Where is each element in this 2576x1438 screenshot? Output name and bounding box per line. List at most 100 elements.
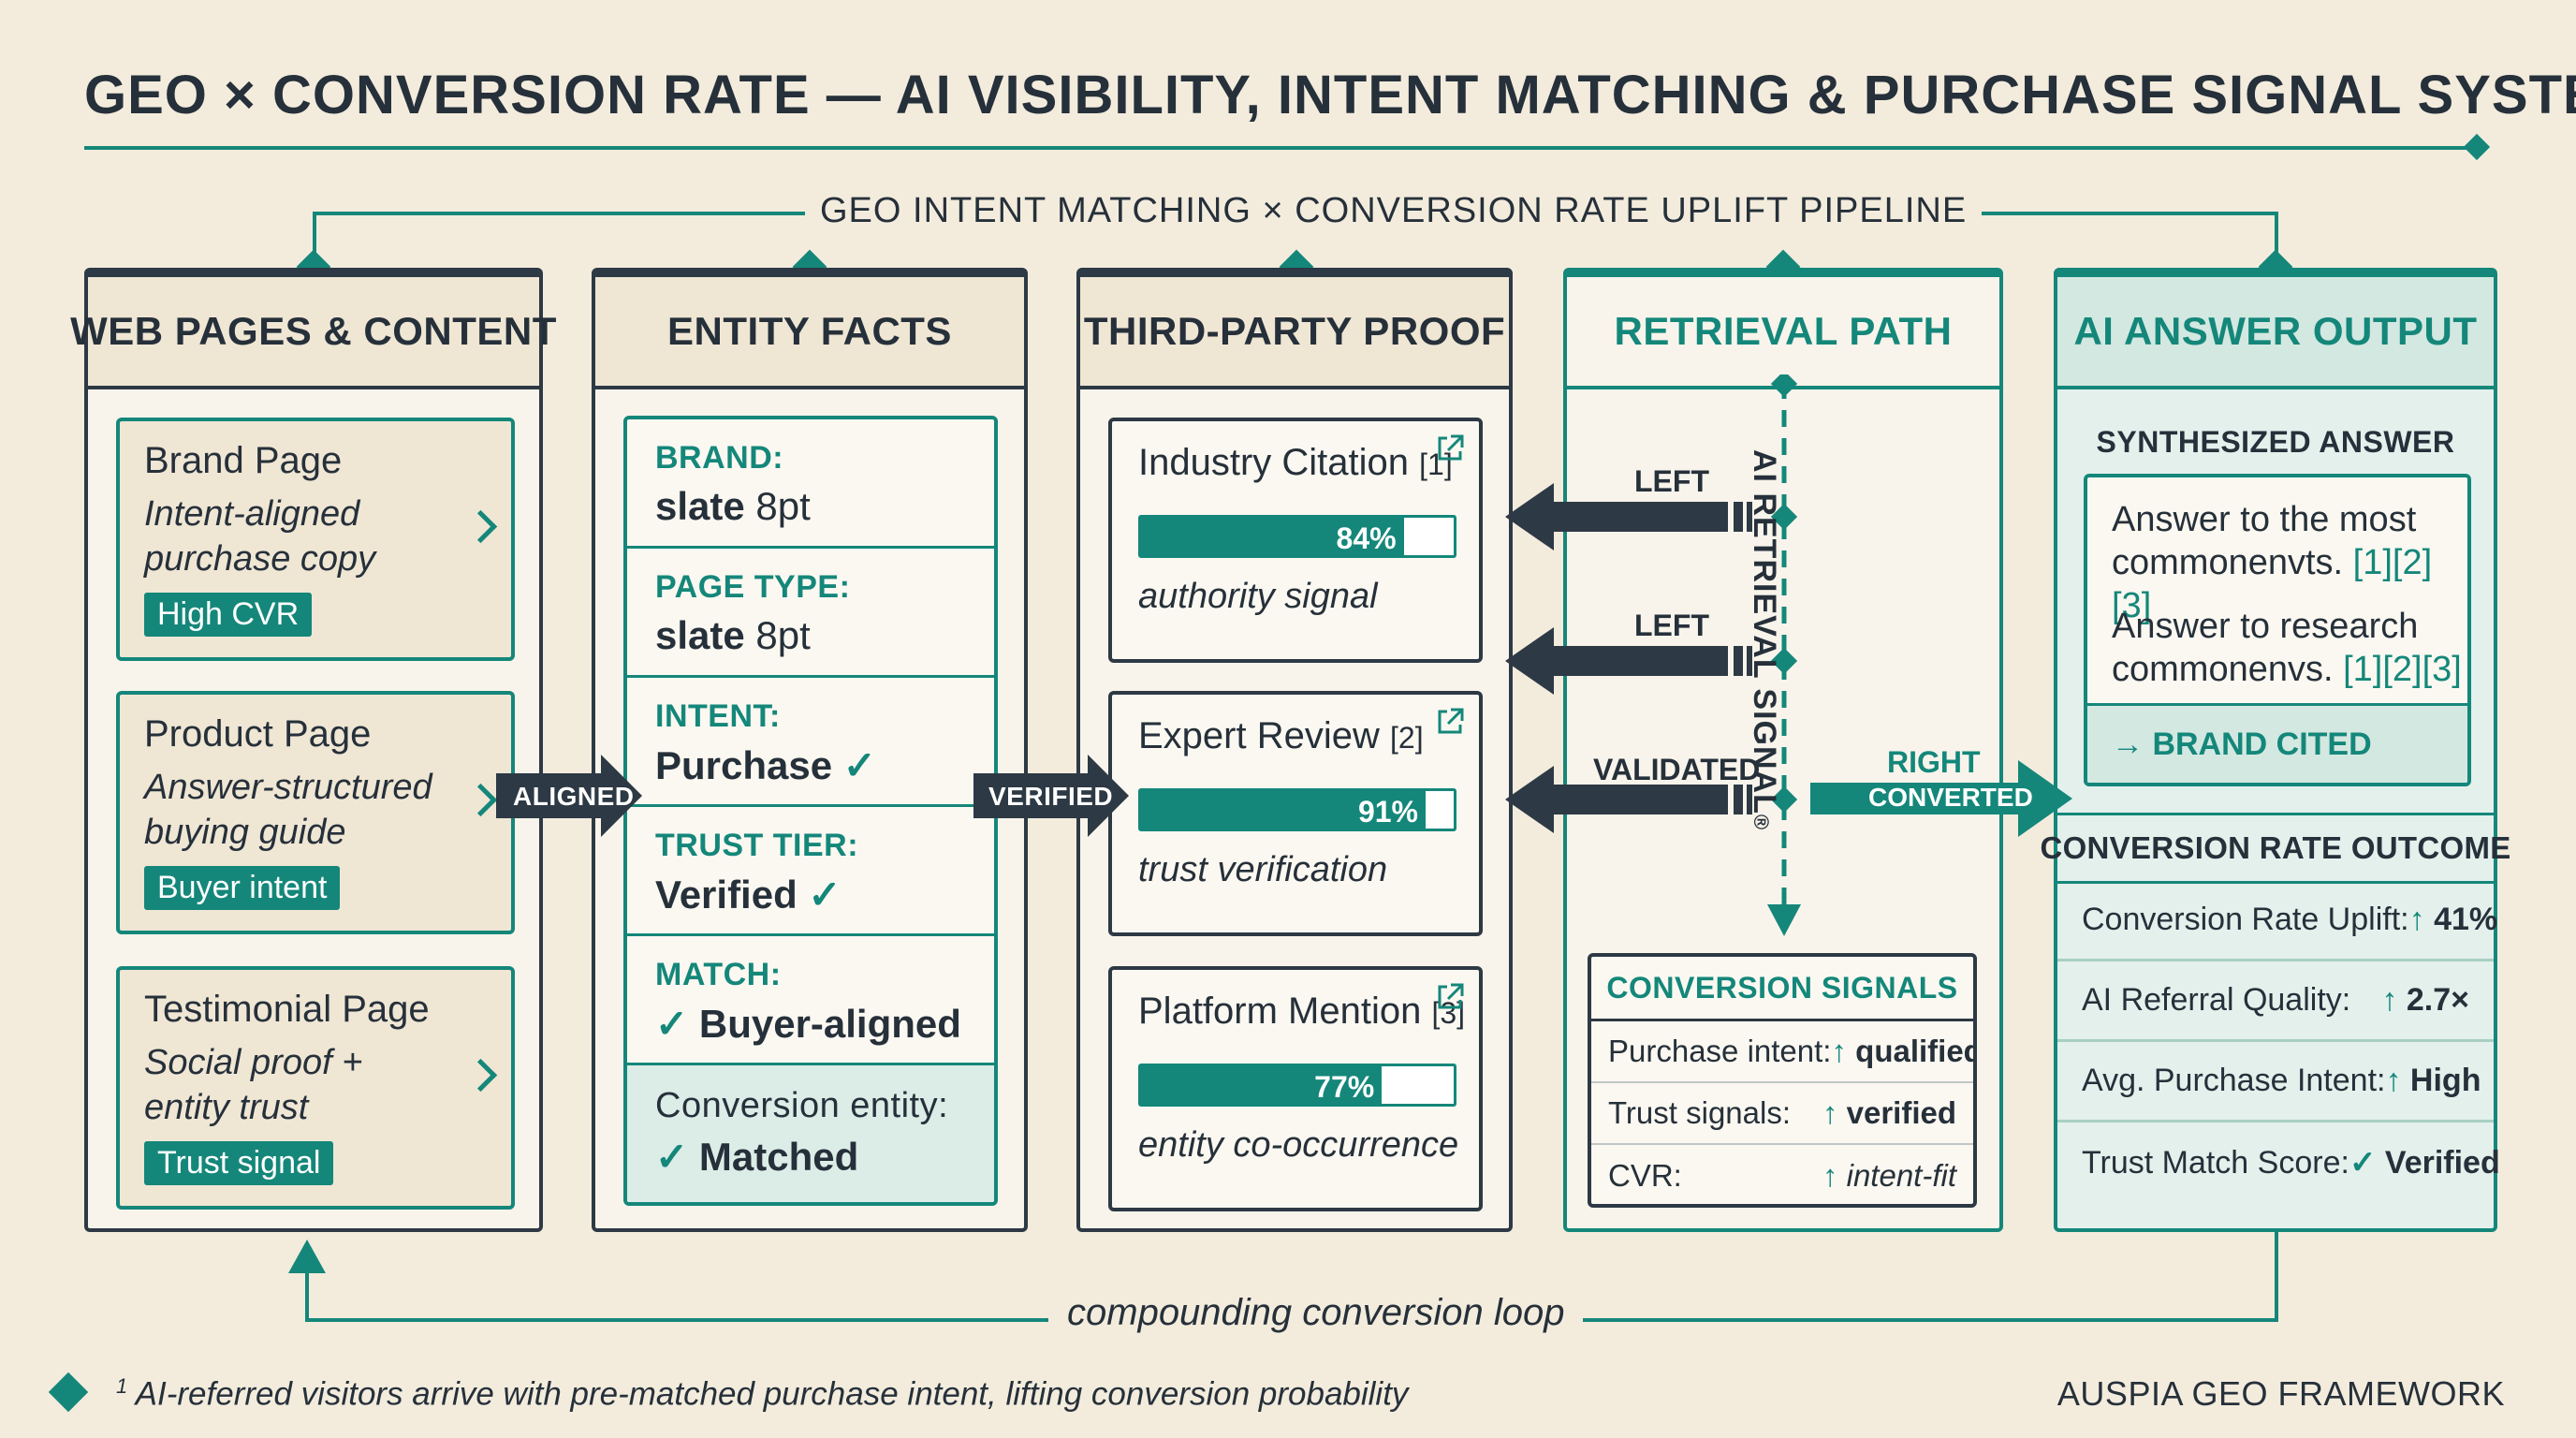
retrieval-path-title: RETRIEVAL PATH [1567,277,1999,389]
signal-purchase-intent: Purchase intent: ↑ qualified [1591,1021,1973,1083]
retrieval-path-column: RETRIEVAL PATH CONVERSION SIGNALS Purcha… [1563,268,2003,1232]
converted-arrow [1810,760,2072,837]
verified-label: VERIFIED [988,782,1114,811]
card-title: Expert Review [2] [1138,715,1424,756]
conversion-signals-title: CONVERSION SIGNALS [1591,957,1973,1021]
fact-brand: BRAND: slate 8pt [627,419,994,549]
entity-facts-column: ENTITY FACTS BRAND: slate 8pt PAGE TYPE:… [592,268,1028,1232]
card-tag: Buyer intent [144,866,341,910]
aligned-label: ALIGNED [513,782,635,811]
card-tag: Trust signal [144,1141,334,1185]
aligned-arrow [496,755,642,837]
title-rule [84,146,2481,150]
synthesized-answer-title: SYNTHESIZED ANSWER [2096,425,2455,459]
fact-conversion-entity: Conversion entity: ✓ Matched [627,1065,994,1202]
card-title: Platform Mention [3] [1138,990,1466,1032]
arrow-up-icon: ↑ [2408,902,2425,937]
progress-label: 84% [1336,521,1397,555]
framework-brand: AUSPIA GEO FRAMEWORK [2056,1374,2505,1413]
card-title: Testimonial Page [144,989,430,1030]
fact-page-type: PAGE TYPE: slate 8pt [627,549,994,678]
footnote: 1 AI-referred visitors arrive with pre-m… [116,1374,1409,1413]
progress-label: 77% [1314,1070,1375,1104]
title-rule-diamond [2463,133,2491,161]
industry-citation-card[interactable]: Industry Citation [1] 84% authority sign… [1108,418,1483,663]
third-party-proof-title: THIRD-PARTY PROOF [1080,277,1509,389]
web-pages-title: WEB PAGES & CONTENT [70,277,556,389]
right-label: RIGHT [1887,745,1981,779]
card-title: Product Page [144,713,372,755]
check-icon: ✓ [808,873,842,917]
loop-label: compounding conversion loop [1048,1292,1584,1334]
footnote-diamond-icon [48,1372,89,1413]
loop-line-right [2275,1232,2278,1322]
card-signal: trust verification [1138,850,1388,889]
retrieval-arrow-label: VALIDATED [1593,753,1761,786]
ai-answer-output-title: AI ANSWER OUTPUT [2057,277,2494,389]
web-pages-column: WEB PAGES & CONTENT Brand Page Intent-al… [70,268,556,1232]
progress-bar: 91% [1138,788,1456,831]
ai-retrieval-signal-label: AI RETRIEVAL SIGNAL® [1747,449,1782,831]
card-signal: entity co-occurrence [1138,1125,1459,1165]
external-link-icon[interactable] [1434,433,1466,464]
arrow-up-icon: ↑ [1831,1034,1847,1068]
arrow-up-icon: ↑ [2385,1063,2402,1098]
third-party-proof-column: THIRD-PARTY PROOF Industry Citation [1] … [1076,268,1513,1232]
card-title: Industry Citation [1] [1138,442,1453,483]
loop-arrow-up-icon [288,1240,326,1273]
progress-fill [1141,518,1404,555]
signal-cvr: CVR: ↑ intent-fit [1608,1158,1956,1193]
fact-intent: INTENT: Purchase ✓ [627,678,994,807]
external-link-icon[interactable] [1434,706,1466,738]
retrieval-path-graphic [1505,374,1801,936]
entity-facts-stack: BRAND: slate 8pt PAGE TYPE: slate 8pt IN… [623,416,998,1206]
progress-bar: 84% [1138,515,1456,558]
page-title: GEO × CONVERSION RATE — AI VISIBILITY, I… [84,65,2576,125]
platform-mention-card[interactable]: Platform Mention [3] 77% entity co-occur… [1108,966,1483,1211]
fact-match: MATCH: ✓ Buyer-aligned [627,936,994,1065]
arrow-up-icon: ↑ [1822,1158,1838,1193]
card-subtitle: Social proof +entity trust [144,1043,363,1127]
progress-bar: 77% [1138,1064,1456,1107]
card-signal: authority signal [1138,577,1378,616]
expert-review-card[interactable]: Expert Review [2] 91% trust verification [1108,691,1483,936]
metric-purchase-intent: Avg. Purchase Intent: ↑ High [2057,1042,2494,1123]
pipeline-label: GEO INTENT MATCHING × CONVERSION RATE UP… [805,191,1983,231]
verified-arrow [973,755,1129,837]
loop-line-left [305,1264,309,1322]
check-icon: ✓ [2349,1145,2377,1181]
check-icon: ✓ [655,1135,699,1179]
card-tag: High CVR [144,593,313,637]
conversion-signals-box: CONVERSION SIGNALS Purchase intent: ↑ qu… [1588,953,1977,1208]
arrow-up-icon: ↑ [1822,1095,1838,1130]
check-icon: ✓ [842,743,876,787]
ai-answer-output-column: AI ANSWER OUTPUT SYNTHESIZED ANSWER Answ… [2040,268,2510,1232]
progress-fill [1141,791,1426,829]
metric-trust-match: Trust Match Score: ✓ Verified [2082,1144,2500,1181]
fact-trust-tier: TRUST TIER: Verified ✓ [627,807,994,936]
testimonial-page-card[interactable]: Testimonial Page Social proof +entity tr… [116,966,515,1210]
metric-conversion-uplift: Conversion Rate Uplift: ↑ 41% [2057,881,2497,961]
arrow-up-icon: ↑ [2381,982,2398,1018]
card-title: Brand Page [144,440,343,481]
progress-label: 91% [1357,795,1418,829]
signal-trust: Trust signals: ↑ verified [1591,1083,1973,1145]
external-link-icon[interactable] [1434,981,1466,1013]
brand-cited-badge: → BRAND CITED [2087,703,2467,783]
pipeline-bracket-right [2275,212,2278,268]
retrieval-arrow-label: LEFT [1634,609,1709,642]
metric-referral-quality: AI Referral Quality: ↑ 2.7× [2057,961,2494,1042]
retrieval-arrow-label: LEFT [1634,464,1709,498]
check-icon: ✓ [655,1002,699,1046]
progress-fill [1141,1066,1383,1104]
converted-label: CONVERTED [1868,783,2033,812]
pipeline-bracket-left [313,212,316,268]
entity-facts-title: ENTITY FACTS [595,277,1024,389]
